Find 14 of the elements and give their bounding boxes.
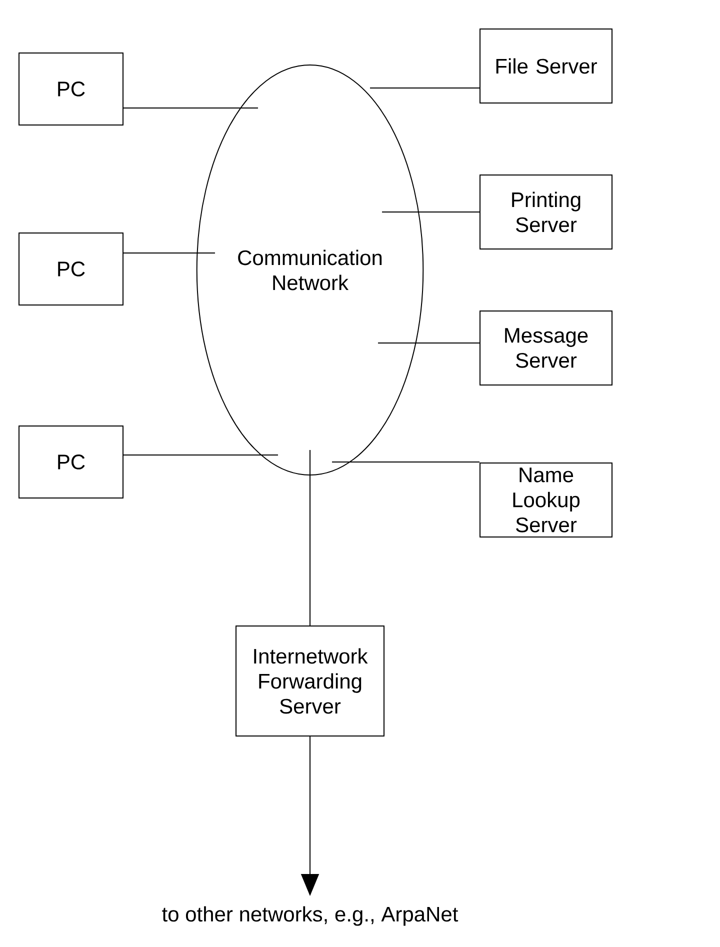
connector-line — [378, 342, 480, 344]
server-box: Message Server — [480, 310, 612, 386]
connector-line — [123, 252, 216, 254]
pc-box: PC — [18, 426, 124, 498]
destination-text: to other networks, e.g., ArpaNet — [162, 906, 458, 926]
server-box: Internetwork Forwarding Server — [236, 626, 384, 736]
pc-box: PC — [18, 232, 124, 306]
server-box: Printing Server — [480, 174, 612, 250]
connector-line — [123, 107, 258, 108]
server-box: Name Lookup Server — [480, 462, 612, 538]
connector-line — [370, 87, 480, 88]
server-box: File Server — [480, 28, 612, 104]
connector-line — [123, 454, 278, 456]
pc-box: PC — [18, 52, 124, 126]
